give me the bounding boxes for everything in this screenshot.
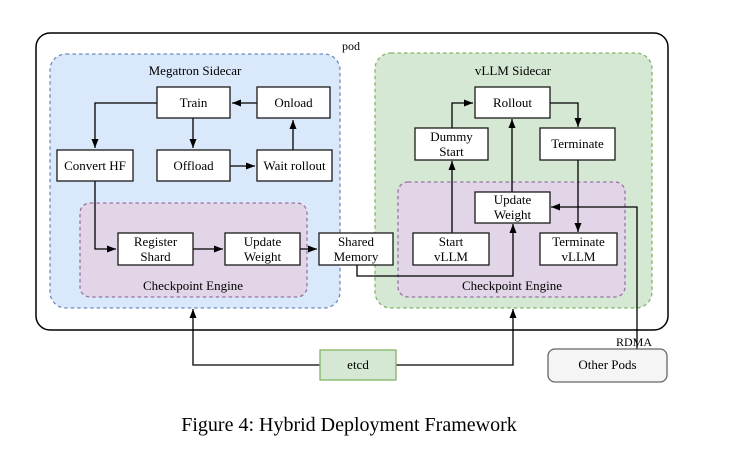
megatron-update-weight-label-line1: Update — [244, 234, 282, 249]
edge-convert-hf-to-register-shard — [94, 181, 116, 253]
register-shard-label-line1: Register — [134, 234, 178, 249]
terminate-label: Terminate — [551, 136, 604, 151]
vllm-checkpoint-engine-group — [397, 181, 626, 298]
other-pods-node: Other Pods — [547, 348, 668, 383]
terminate-node: Terminate — [539, 127, 616, 161]
train-node: Train — [156, 86, 231, 119]
terminate-vllm-node: Terminate vLLM — [539, 232, 618, 266]
dummy-start-label-line2: Start — [439, 144, 464, 159]
edge-dummy-start-to-rollout — [451, 99, 473, 128]
edge-etcd-to-vllm-checkpoint — [396, 309, 517, 366]
vllm-checkpoint-engine-title: Checkpoint Engine — [462, 278, 562, 293]
other-pods-label: Other Pods — [578, 357, 636, 372]
wait-rollout-label: Wait rollout — [263, 158, 326, 173]
edge-other-pods-to-vllm-update-weight — [551, 203, 638, 349]
etcd-node: etcd — [319, 349, 397, 381]
vllm-sidecar-title: vLLM Sidecar — [475, 63, 552, 78]
convert-hf-node: Convert HF — [56, 149, 134, 182]
megatron-checkpoint-engine-title: Checkpoint Engine — [143, 278, 243, 293]
vllm-update-weight-node: Update Weight — [474, 191, 551, 224]
vllm-update-weight-label-line1: Update — [494, 192, 532, 207]
megatron-update-weight-node: Update Weight — [224, 232, 301, 266]
start-vllm-label-line1: Start — [439, 234, 464, 249]
shared-memory-node: Shared Memory — [318, 232, 394, 266]
dummy-start-label-line1: Dummy — [430, 129, 473, 144]
rdma-label: RDMA — [616, 335, 652, 349]
train-label: Train — [180, 95, 208, 110]
pod-label: pod — [342, 39, 360, 53]
terminate-vllm-label-line1: Terminate — [552, 234, 605, 249]
onload-label: Onload — [274, 95, 313, 110]
wait-rollout-node: Wait rollout — [256, 149, 333, 182]
rollout-label: Rollout — [493, 95, 532, 110]
shared-memory-label-line2: Memory — [334, 249, 379, 264]
edge-rollout-to-terminate — [550, 102, 582, 127]
register-shard-node: Register Shard — [117, 232, 194, 266]
offload-label: Offload — [173, 158, 214, 173]
megatron-update-weight-label-line2: Weight — [244, 249, 282, 264]
onload-node: Onload — [256, 86, 331, 119]
edge-etcd-to-megatron-checkpoint — [189, 309, 320, 366]
rollout-node: Rollout — [474, 86, 551, 119]
edge-train-to-convert-hf — [91, 102, 157, 148]
vllm-update-weight-label-line2: Weight — [494, 207, 532, 222]
figure-caption: Figure 4: Hybrid Deployment Framework — [181, 414, 517, 436]
edge-shared-memory-to-vllm-update-weight — [356, 224, 517, 277]
start-vllm-label-line2: vLLM — [434, 249, 468, 264]
dummy-start-node: Dummy Start — [414, 127, 489, 161]
etcd-label: etcd — [347, 357, 369, 372]
start-vllm-node: Start vLLM — [412, 232, 490, 266]
megatron-sidecar-title: Megatron Sidecar — [149, 63, 242, 78]
shared-memory-label-line1: Shared — [338, 234, 375, 249]
terminate-vllm-label-line2: vLLM — [562, 249, 596, 264]
convert-hf-label: Convert HF — [64, 158, 126, 173]
register-shard-label-line2: Shard — [140, 249, 171, 264]
offload-node: Offload — [156, 149, 231, 182]
